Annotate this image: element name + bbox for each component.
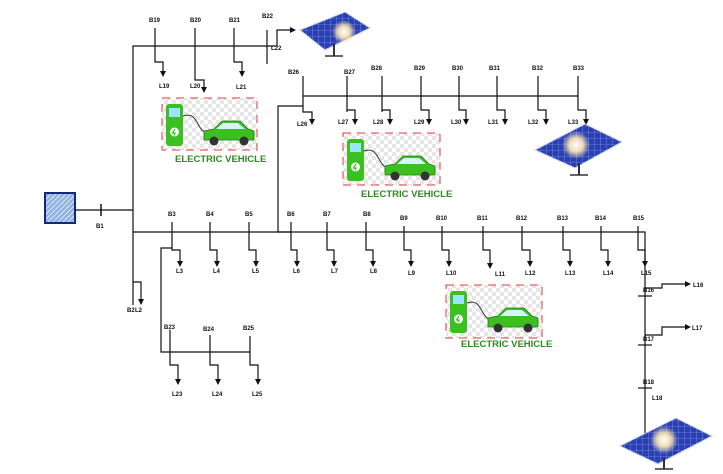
top-branch-loads xyxy=(154,27,296,93)
solar-panel-top xyxy=(299,11,372,57)
bus-label-b10: B10 xyxy=(436,216,448,222)
bus-label-b19: B19 xyxy=(149,18,161,24)
bus-label-b33: B33 xyxy=(573,66,585,72)
load-label-l19: L19 xyxy=(159,84,170,90)
solar-panel-bottom xyxy=(618,417,714,470)
bus-label-b14: B14 xyxy=(595,216,607,222)
ev-station-3: ELECTRIC VEHICLE xyxy=(445,284,552,350)
load-label-l17: L17 xyxy=(692,326,703,332)
bus-label-b23: B23 xyxy=(164,325,176,331)
bus-label-b20: B20 xyxy=(190,18,202,24)
load-label-l3: L3 xyxy=(176,269,184,275)
bus-label-b8: B8 xyxy=(363,212,371,218)
load-label-l2: L2 xyxy=(135,308,143,314)
load-label-l8: L8 xyxy=(370,269,378,275)
load-label-l21: L21 xyxy=(236,85,247,91)
load-label-l12: L12 xyxy=(525,271,536,277)
electric-car-icon xyxy=(203,120,255,146)
right-branch xyxy=(638,281,691,389)
bus-label-b29: B29 xyxy=(414,66,426,72)
ev-charger-icon xyxy=(166,104,211,146)
load-label-l18: L18 xyxy=(652,396,663,402)
bus-label-b27: B27 xyxy=(344,70,356,76)
bus-label-b15: B15 xyxy=(633,216,645,222)
load-label-l14: L14 xyxy=(603,271,614,277)
upper-branch xyxy=(277,76,589,233)
load-label-l29: L29 xyxy=(414,120,425,126)
bus-label-b21: B21 xyxy=(229,18,241,24)
load-label-l11: L11 xyxy=(495,272,506,278)
solar-panel-middle xyxy=(533,123,624,176)
load-label-l24: L24 xyxy=(212,392,223,398)
load-label-l23: L23 xyxy=(172,392,183,398)
ev-caption-1: ELECTRIC VEHICLE xyxy=(175,154,266,165)
load-label-l20: L20 xyxy=(190,84,201,90)
bus-label-b26: B26 xyxy=(288,70,300,76)
electric-car-icon xyxy=(384,155,436,181)
bus-label-b4: B4 xyxy=(206,212,214,218)
solar-panel-icon xyxy=(299,11,372,57)
load-label-l5: L5 xyxy=(252,269,260,275)
main-trunk xyxy=(132,45,646,434)
ev-caption-2: ELECTRIC VEHICLE xyxy=(361,189,452,200)
bus-label-b3: B3 xyxy=(168,212,176,218)
load-label-l28: L28 xyxy=(373,120,384,126)
bus-label-b12: B12 xyxy=(516,216,528,222)
bus-label-b17: B17 xyxy=(643,337,655,343)
load-label-l26: L26 xyxy=(297,122,308,128)
load-label-l33: L33 xyxy=(568,120,579,126)
ev-station-2: ELECTRIC VEHICLE xyxy=(342,132,452,200)
bus-label-b30: B30 xyxy=(452,66,464,72)
load-label-l9: L9 xyxy=(408,271,416,277)
bus-label-b13: B13 xyxy=(557,216,569,222)
ev-charger-icon xyxy=(450,291,495,333)
solar-panel-icon xyxy=(618,417,714,470)
bus-label-b1: B1 xyxy=(96,224,104,230)
load-label-l32: L32 xyxy=(528,120,539,126)
load-label-l15: L15 xyxy=(641,271,652,277)
load-label-l27: L27 xyxy=(338,120,349,126)
electric-car-icon xyxy=(487,307,539,333)
bus-label-b32: B32 xyxy=(532,66,544,72)
load-label-l31: L31 xyxy=(488,120,499,126)
solar-panel-icon xyxy=(533,123,624,176)
bus-label-b16: B16 xyxy=(643,288,655,294)
load-label-l30: L30 xyxy=(451,120,462,126)
load-label-l4: L4 xyxy=(213,269,221,275)
bus-label-b11: B11 xyxy=(477,216,488,222)
load-label-l22: L22 xyxy=(271,46,282,52)
bus-label-b22: B22 xyxy=(262,14,274,20)
load-label-l25: L25 xyxy=(252,392,263,398)
load-label-l6: L6 xyxy=(293,269,301,275)
grid-source-icon xyxy=(44,192,76,224)
bus-label-b31: B31 xyxy=(489,66,501,72)
bus-label-b7: B7 xyxy=(323,212,331,218)
ev-caption-3: ELECTRIC VEHICLE xyxy=(461,339,552,350)
bus-label-b2: B2 xyxy=(127,308,135,314)
bus-label-b6: B6 xyxy=(287,212,295,218)
load-label-l10: L10 xyxy=(446,271,457,277)
grid-source: B1 xyxy=(44,192,133,230)
ev-station-1: ELECTRIC VEHICLE xyxy=(161,97,266,165)
bus-label-b9: B9 xyxy=(400,216,408,222)
bus-label-b25: B25 xyxy=(243,326,255,332)
load-label-l13: L13 xyxy=(565,271,576,277)
main-feeder-loads xyxy=(160,222,648,385)
load-label-l7: L7 xyxy=(331,269,339,275)
bus-label-b28: B28 xyxy=(371,66,383,72)
bus-label-b18: B18 xyxy=(643,380,655,386)
bus-label-b24: B24 xyxy=(203,327,215,333)
load-label-l16: L16 xyxy=(693,283,704,289)
bus-label-b5: B5 xyxy=(245,212,253,218)
